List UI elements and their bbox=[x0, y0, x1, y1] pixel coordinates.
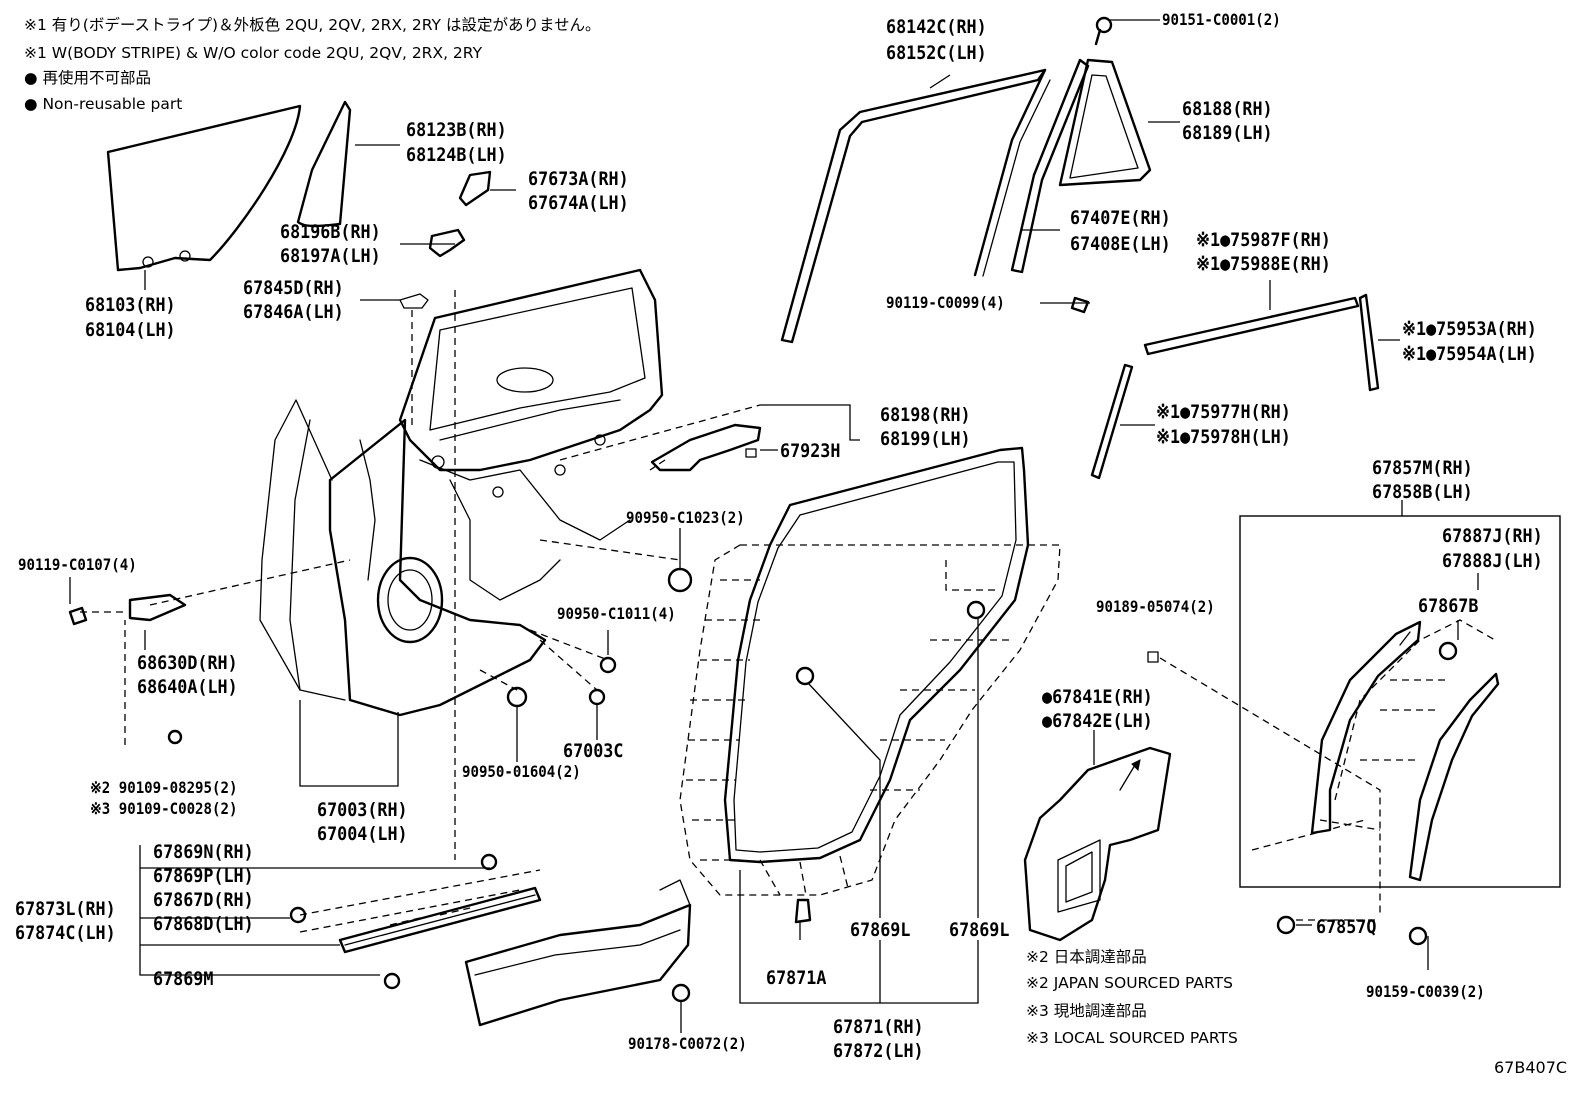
label-68152c: 68152C(LH) bbox=[886, 42, 987, 64]
wheel-arch-moulding-drawing bbox=[1310, 619, 1500, 882]
label-67869l-b: 67869L bbox=[949, 919, 1010, 941]
stripe-rear-drawing bbox=[1358, 293, 1380, 392]
lower-trim-drawing bbox=[299, 869, 542, 954]
triangle-trim-drawing bbox=[1058, 58, 1152, 187]
bracket-drawing bbox=[428, 228, 466, 258]
door-panel-drawing bbox=[259, 268, 664, 717]
label-67003: 67003(RH) bbox=[317, 799, 408, 821]
note-nonreusable-en: ● Non-reusable part bbox=[24, 95, 183, 113]
label-67869l-a: 67869L bbox=[850, 919, 911, 941]
figure-code: 67B407C bbox=[1494, 1058, 1568, 1077]
label-68198: 68198(RH) bbox=[880, 404, 971, 426]
label-90950-c1023: 90950-C1023(2) bbox=[626, 508, 745, 527]
label-90950-01604: 90950-01604(2) bbox=[462, 762, 581, 781]
footnote-japan-en: ※2 JAPAN SOURCED PARTS bbox=[1026, 974, 1233, 992]
label-75954a: ※1●75954A(LH) bbox=[1402, 343, 1537, 365]
label-90119-c0099: 90119-C0099(4) bbox=[886, 293, 1005, 312]
label-90109-08295: ※2 90109-08295(2) bbox=[90, 778, 238, 797]
label-75978h: ※1●75978H(LH) bbox=[1156, 426, 1291, 448]
label-67923h: 67923H bbox=[780, 440, 841, 462]
label-67887j: 67887J(RH) bbox=[1442, 525, 1543, 547]
run-channel-drawing bbox=[780, 68, 1051, 344]
label-90119-c0107: 90119-C0107(4) bbox=[18, 555, 137, 574]
trim-piece-drawing bbox=[458, 170, 492, 207]
leader-lines bbox=[69, 19, 1479, 1033]
label-67842e: ●67842E(LH) bbox=[1042, 710, 1153, 732]
note-stripe-en: ※1 W(BODY STRIPE) & W/O color code 2QU, … bbox=[24, 44, 483, 62]
label-67674a: 67674A(LH) bbox=[528, 192, 629, 214]
division-bar-drawing bbox=[1010, 58, 1090, 274]
label-67846a: 67846A(LH) bbox=[243, 301, 344, 323]
label-67869n: 67869N(RH) bbox=[153, 841, 254, 863]
footnote-japan-ja: ※2 日本調達部品 bbox=[1026, 948, 1147, 966]
service-cover-drawing bbox=[1023, 746, 1172, 942]
stripe-upper-drawing bbox=[1143, 296, 1360, 356]
label-75988e: ※1●75988E(RH) bbox=[1196, 253, 1331, 275]
label-68104: 68104(LH) bbox=[85, 319, 176, 341]
label-68199: 68199(LH) bbox=[880, 428, 971, 450]
weatherstrip-drawing bbox=[679, 446, 1061, 896]
label-67407e: 67407E(RH) bbox=[1070, 207, 1171, 229]
label-68103: 68103(RH) bbox=[85, 294, 176, 316]
footnote-local-en: ※3 LOCAL SOURCED PARTS bbox=[1026, 1029, 1238, 1047]
label-67858b: 67858B(LH) bbox=[1372, 481, 1473, 503]
label-75977h: ※1●75977H(RH) bbox=[1156, 401, 1291, 423]
footnote-local-ja: ※3 現地調達部品 bbox=[1026, 1002, 1147, 1020]
moulding-group-box bbox=[1239, 515, 1561, 888]
label-68189: 68189(LH) bbox=[1182, 122, 1273, 144]
label-67869p: 67869P(LH) bbox=[153, 865, 254, 887]
label-90178: 90178-C0072(2) bbox=[628, 1034, 747, 1053]
stripe-front-drawing bbox=[1090, 363, 1134, 480]
label-67845d: 67845D(RH) bbox=[243, 277, 344, 299]
label-68197a: 68197A(LH) bbox=[280, 245, 381, 267]
label-90159: 90159-C0039(2) bbox=[1366, 982, 1485, 1001]
label-67857q: 67857Q bbox=[1316, 916, 1377, 938]
garnish-drawing bbox=[650, 423, 762, 472]
label-90109-c0028: ※3 90109-C0028(2) bbox=[90, 799, 238, 818]
label-90189: 90189-05074(2) bbox=[1096, 597, 1215, 616]
label-67408e: 67408E(LH) bbox=[1070, 233, 1171, 255]
label-68124b: 68124B(LH) bbox=[406, 144, 507, 166]
label-90151: 90151-C0001(2) bbox=[1162, 10, 1281, 29]
label-68142c: 68142C(RH) bbox=[886, 16, 987, 38]
label-68123b: 68123B(RH) bbox=[406, 119, 507, 141]
label-67003c: 67003C bbox=[563, 740, 624, 762]
label-67673a: 67673A(RH) bbox=[528, 168, 629, 190]
label-67872: 67872(LH) bbox=[833, 1040, 924, 1062]
label-67841e: ●67841E(RH) bbox=[1042, 686, 1153, 708]
note-nonreusable-ja: ● 再使用不可部品 bbox=[24, 69, 151, 87]
label-67869m: 67869M bbox=[153, 968, 214, 990]
label-67868d: 67868D(LH) bbox=[153, 913, 254, 935]
label-90950-c1011: 90950-C1011(4) bbox=[557, 604, 676, 623]
label-75953a: ※1●75953A(RH) bbox=[1402, 318, 1537, 340]
quarter-glass-drawing bbox=[296, 100, 352, 228]
label-67888j: 67888J(LH) bbox=[1442, 550, 1543, 572]
label-67874c: 67874C(LH) bbox=[15, 922, 116, 944]
label-67871: 67871(RH) bbox=[833, 1016, 924, 1038]
label-67857m: 67857M(RH) bbox=[1372, 457, 1473, 479]
label-68196b: 68196B(RH) bbox=[280, 221, 381, 243]
label-67867d: 67867D(RH) bbox=[153, 889, 254, 911]
label-67004: 67004(LH) bbox=[317, 823, 408, 845]
clip-drawing bbox=[399, 293, 429, 309]
label-68630d: 68630D(RH) bbox=[137, 652, 238, 674]
label-68640a: 68640A(LH) bbox=[137, 676, 238, 698]
door-glass-drawing bbox=[106, 104, 302, 272]
note-stripe-ja: ※1 有り(ボデーストライプ)＆外板色 2QU, 2QV, 2RX, 2RY は… bbox=[24, 16, 601, 34]
label-67871a: 67871A bbox=[766, 967, 827, 989]
label-67867b: 67867B bbox=[1418, 595, 1479, 617]
label-75987f: ※1●75987F(RH) bbox=[1196, 229, 1331, 251]
rocker-panel-drawing bbox=[464, 879, 692, 1027]
label-67873l: 67873L(RH) bbox=[15, 898, 116, 920]
label-68188: 68188(RH) bbox=[1182, 98, 1273, 120]
